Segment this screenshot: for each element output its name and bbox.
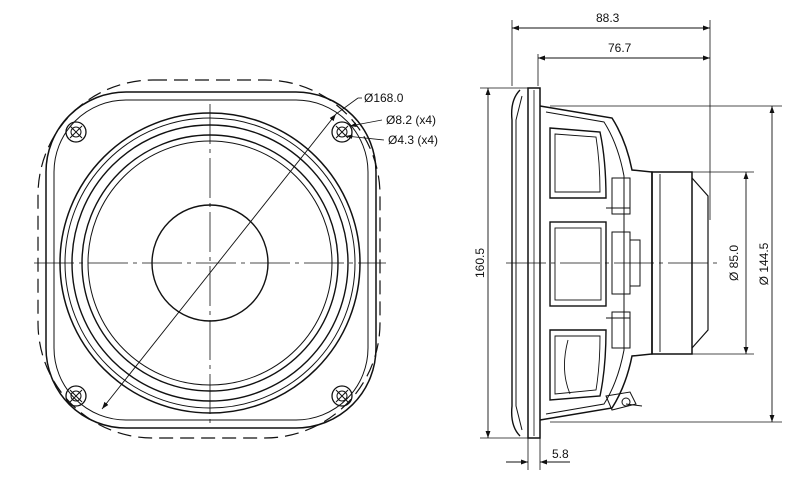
front-flange xyxy=(527,87,541,439)
inner-hole-leader xyxy=(345,134,385,141)
inner-hole-label: Ø4.3 (x4) xyxy=(388,133,438,147)
front-view: Ø168.0 Ø8.2 (x4) Ø4.3 (x4) xyxy=(34,79,438,439)
basket-window-top xyxy=(549,127,607,199)
flange-thickness-label: 5.8 xyxy=(552,447,569,461)
magnet-taper xyxy=(691,177,709,349)
total-height-label: 160.5 xyxy=(473,248,487,278)
mount-hole-top-right xyxy=(331,121,353,143)
total-depth-label: 88.3 xyxy=(596,11,620,25)
mounting-frame-inner xyxy=(53,99,369,421)
side-view: 88.3 76.7 160.5 Ø 144.5 Ø 85.0 5.8 xyxy=(473,11,782,470)
basket-window-bottom xyxy=(549,329,607,401)
surround-profile xyxy=(510,89,521,437)
basket-depth-label: 76.7 xyxy=(608,41,632,55)
mount-hole-bottom-left xyxy=(65,385,87,407)
mounting-frame-outer xyxy=(45,91,377,429)
diameter-dimension-line xyxy=(101,113,337,410)
basket-diameter-label: Ø 144.5 xyxy=(757,242,771,285)
mount-hole-label: Ø8.2 (x4) xyxy=(386,113,436,127)
basket-window-middle xyxy=(549,221,607,307)
mount-hole-leader xyxy=(349,119,383,128)
basket-ribs xyxy=(606,177,641,349)
mount-hole-top-left xyxy=(65,121,87,143)
terminal xyxy=(605,391,643,411)
magnet-diameter-label: Ø 85.0 xyxy=(727,245,741,281)
diameter-leader xyxy=(335,97,359,115)
outer-silhouette-dashed xyxy=(37,79,381,439)
diameter-label: Ø168.0 xyxy=(364,91,404,105)
magnet xyxy=(651,171,693,355)
